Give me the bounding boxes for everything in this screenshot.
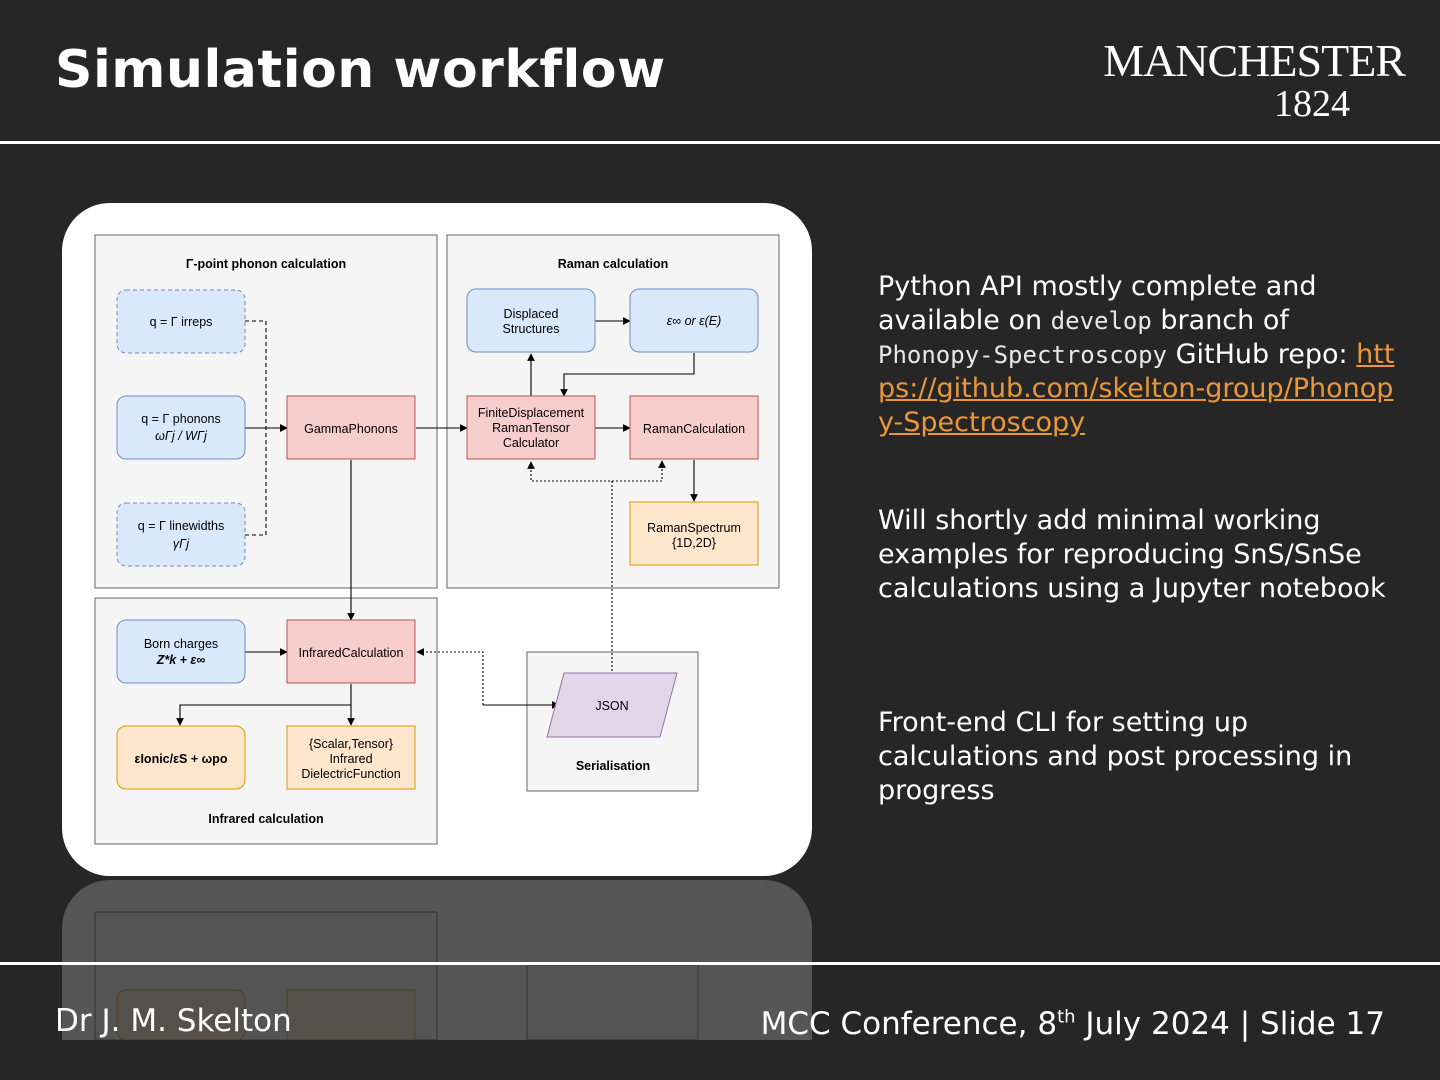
json-label: JSON [595,699,628,713]
finite-label-3: Calculator [503,436,559,450]
json-shape [546,672,678,738]
infrared-calc-label: InfraredCalculation [299,646,404,660]
conference-text: MCC Conference, 8 [760,1006,1058,1042]
infrared-calculation-box [286,619,416,684]
github-link[interactable]: https://github.com/skelton-group/Phonopy… [878,339,1395,438]
irreps-box [116,289,246,354]
displaced-box [466,288,596,353]
raman-spec-label-2: {1D,2D} [672,536,716,550]
top-divider [0,141,1440,144]
bullet-api-text-2: branch of [1151,305,1289,336]
dielectric-box [286,725,416,790]
dielectric-label-2: Infrared [329,752,372,766]
gamma-phonons-label: GammaPhonons [304,422,398,436]
finite-label-2: RamanTensor [492,421,570,435]
displaced-label-1: Displaced [504,307,559,321]
raman-spectrum-box [629,501,759,566]
gamma-phonons-box [286,395,416,460]
edge-infrared-outputs [176,684,352,726]
diagram-reflection [62,880,812,1040]
finite-displacement-box [466,395,596,460]
finite-label-1: FiniteDisplacement [478,406,585,420]
linewidths-label-2: γΓj [173,537,190,551]
phonons-label-2: ωΓj / WΓj [155,429,208,443]
bullet-api-text-3: GitHub repo: [1166,339,1357,370]
phonons-box [116,395,246,460]
dielectric-label-1: {Scalar,Tensor} [309,737,393,751]
conference-info: MCC Conference, 8th July 2024 | Slide 17 [761,1006,1385,1042]
serialisation-title: Serialisation [576,759,650,773]
bullet-api-text: Python API mostly complete and available… [878,271,1317,336]
displaced-label-2: Structures [503,322,560,336]
dielectric-label-3: DielectricFunction [301,767,400,781]
edge-json-finite [527,461,613,671]
author-name: Dr J. M. Skelton [55,1003,292,1039]
born-label-1: Born charges [144,637,218,651]
irreps-label: q = Γ irreps [150,315,213,329]
linewidths-label-1: q = Γ linewidths [138,519,224,533]
logo-wordmark: MANCHESTER [1103,35,1406,86]
date-suffix: th [1057,1006,1076,1028]
raman-calc-label: RamanCalculation [643,422,745,436]
infrared-section-title: Infrared calculation [208,812,323,826]
linewidths-box [116,502,246,567]
eps-ionic-box [116,725,246,790]
conference-text-2: July 2024 | Slide 17 [1075,1006,1385,1042]
born-box [116,619,246,684]
bottom-divider [0,962,1440,965]
branch-name: develop [1050,307,1152,335]
repo-name: Phonopy-Spectroscopy [878,341,1167,369]
raman-section-title: Raman calculation [558,257,668,271]
logo-year: 1824 [1274,83,1350,125]
born-label-2: Z*k + ε∞ [156,653,206,667]
edge-eps-finite [560,353,695,397]
eps-ionic-label: εIonic/εS + ωpo [135,752,228,766]
bullet-api: Python API mostly complete and available… [878,270,1398,440]
bullet-examples: Will shortly add minimal working example… [878,505,1386,604]
bullet-cli: Front-end CLI for setting up calculation… [878,707,1353,806]
raman-calculation-box [629,395,759,460]
eps-label: ε∞ or ε(E) [667,314,722,328]
edge-linewidths-gamma [245,428,267,536]
edge-json-raman [612,460,666,482]
edge-irreps-gamma [245,320,288,432]
university-logo: MANCHESTER 1824 [1060,35,1406,125]
workflow-diagram: Γ-point phonon calculation Raman calcula… [62,203,812,876]
eps-box [629,288,759,353]
raman-spec-label-1: RamanSpectrum [647,521,741,535]
phonons-label-1: q = Γ phonons [141,412,221,426]
gamma-section-title: Γ-point phonon calculation [186,257,346,271]
slide-title: Simulation workflow [55,40,666,100]
